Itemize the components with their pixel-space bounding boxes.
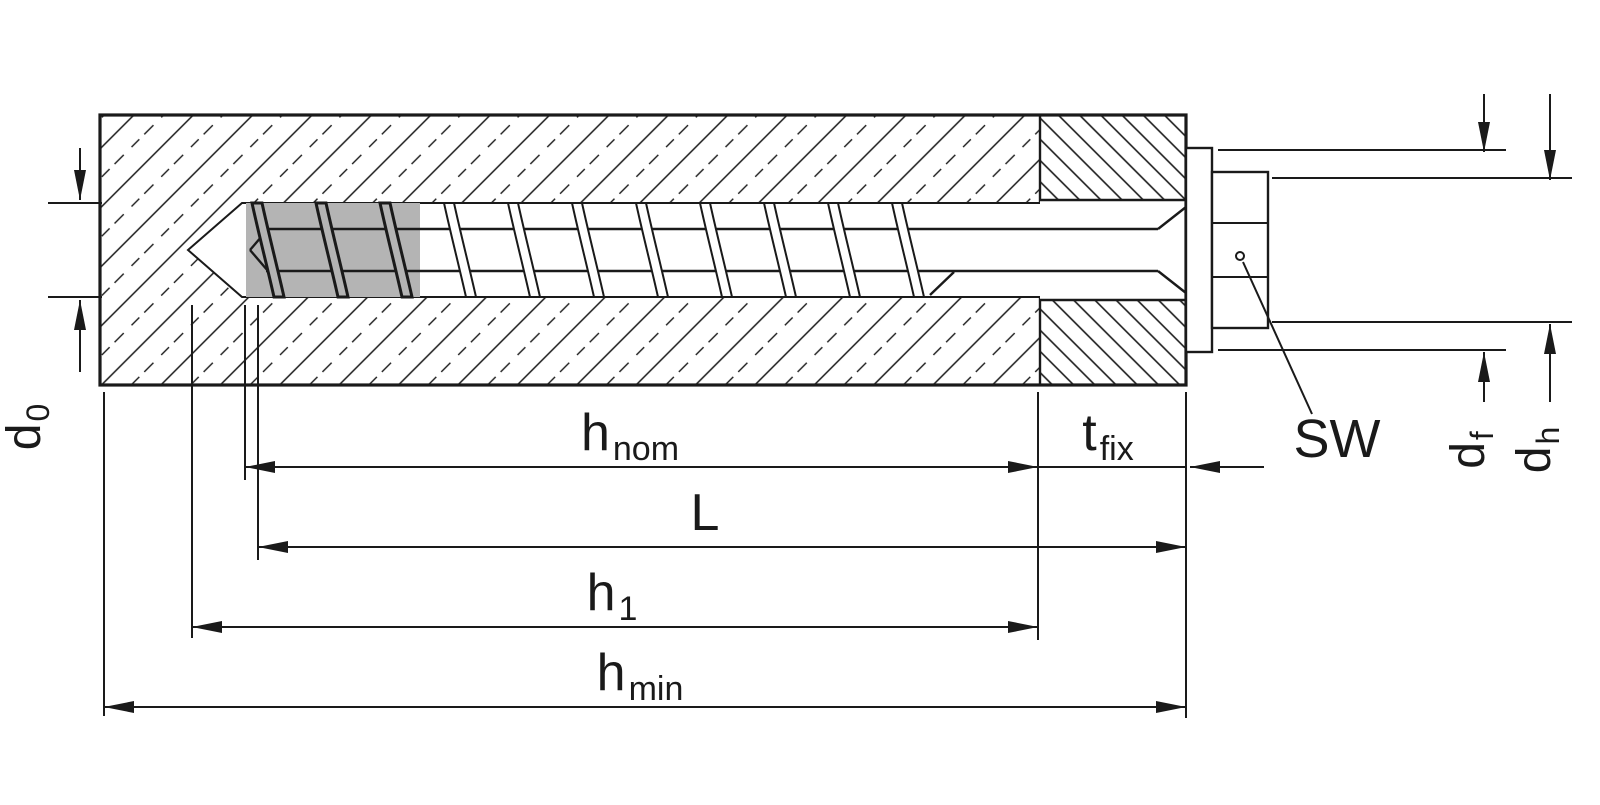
thread-runout-line: [929, 271, 955, 296]
dimension-tfix: tfix: [1038, 404, 1264, 473]
dh-label: dh: [1508, 427, 1566, 474]
hnom-label: hnom: [581, 404, 679, 468]
h1-label: h1: [587, 564, 638, 628]
head-flare-upper-line: [1157, 206, 1187, 230]
df-label: df: [1442, 431, 1500, 469]
fixture-clearance-hole: [1040, 200, 1186, 300]
tfix-label: tfix: [1082, 404, 1133, 468]
L-label: L: [691, 484, 720, 542]
sw-label: SW: [1294, 409, 1381, 469]
extension-lines: [103, 305, 1187, 718]
dimension-hmin: hmin: [104, 644, 1186, 713]
sw-anchor-dot: [1235, 251, 1245, 261]
head-flare-lower-line: [1157, 270, 1187, 294]
sw-leader-line: [1242, 261, 1313, 415]
dimension-dh: dh: [1272, 94, 1572, 473]
hex-head: [1210, 170, 1270, 330]
dimension-L: L: [258, 484, 1186, 553]
screw-head: [1184, 146, 1270, 354]
dimension-d0: d0: [0, 148, 102, 450]
screw-anchor: [246, 201, 1187, 299]
washer-flange: [1184, 146, 1214, 354]
d0-label: d0: [0, 404, 56, 451]
sw-callout: SW: [1242, 261, 1381, 469]
dimension-df: df: [1218, 94, 1506, 469]
hmin-label: hmin: [597, 644, 684, 708]
dimension-h1: h1: [192, 564, 1038, 633]
tip-cone-lower-line: [249, 249, 269, 272]
dimension-hnom: hnom: [245, 404, 1038, 473]
